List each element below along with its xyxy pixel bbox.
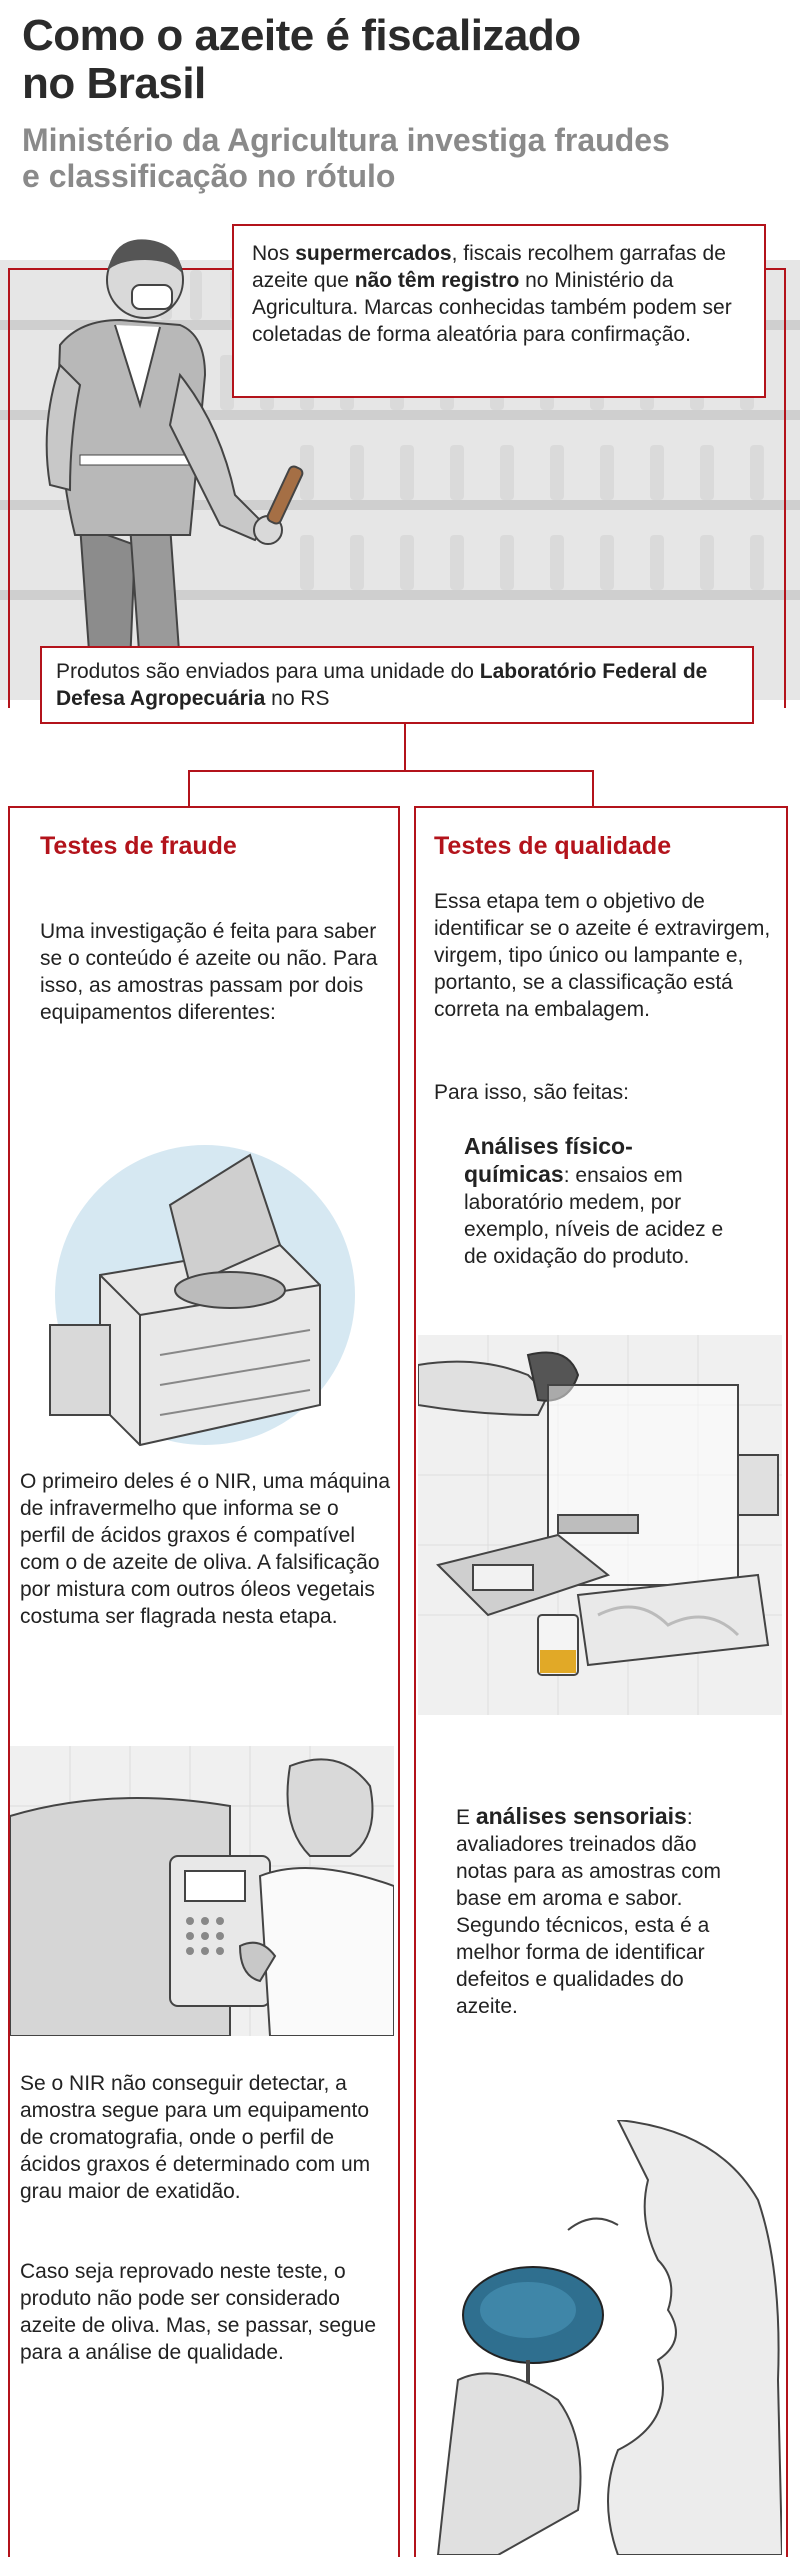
- scene-frame-right: [784, 268, 786, 708]
- fraud-nir-text: O primeiro deles é o NIR, uma máquina de…: [20, 1470, 390, 1628]
- nir-machine-illustration: [30, 1125, 360, 1455]
- connector-right: [592, 770, 594, 808]
- taster-illustration: [418, 2118, 784, 2556]
- lab-box: Produtos são enviados para uma unidade d…: [40, 646, 754, 724]
- page-title: Como o azeite é fiscalizado no Brasil: [22, 11, 581, 108]
- fraud-intro: Uma investigação é feita para saber se o…: [40, 920, 378, 1024]
- quality-intro: Essa etapa tem o objetivo de identificar…: [434, 890, 771, 1021]
- quality-heading: Testes de qualidade: [434, 832, 672, 860]
- quality-column: [414, 806, 788, 2557]
- connector-left: [188, 770, 190, 808]
- inspector-illustration: [20, 225, 340, 666]
- lab-balance-illustration: [417, 1335, 782, 1715]
- connector-bar: [188, 770, 594, 772]
- connector-stem: [404, 722, 406, 770]
- fraud-heading: Testes de fraude: [40, 832, 237, 860]
- sensory-text: E análises sensoriais: avaliadores trein…: [456, 1803, 721, 2018]
- supermarket-text: Nos supermercados, fiscais recolhem garr…: [252, 242, 732, 346]
- supermarket-box: Nos supermercados, fiscais recolhem garr…: [232, 224, 766, 398]
- lab-text: Produtos são enviados para uma unidade d…: [56, 660, 708, 710]
- fraud-column: [8, 806, 400, 2557]
- fraud-chromatography-text: Se o NIR não conseguir detectar, a amost…: [20, 2072, 371, 2203]
- quality-made-text: Para isso, são feitas:: [434, 1081, 629, 1104]
- physchem-text: Análises físico-químicas: ensaios em lab…: [464, 1133, 724, 1268]
- fraud-rejected-text: Caso seja reprovado neste teste, o produ…: [20, 2260, 377, 2364]
- chromatograph-illustration: [9, 1746, 395, 2037]
- page-subtitle: Ministério da Agricultura investiga frau…: [22, 122, 670, 194]
- scene-frame-left: [8, 268, 10, 708]
